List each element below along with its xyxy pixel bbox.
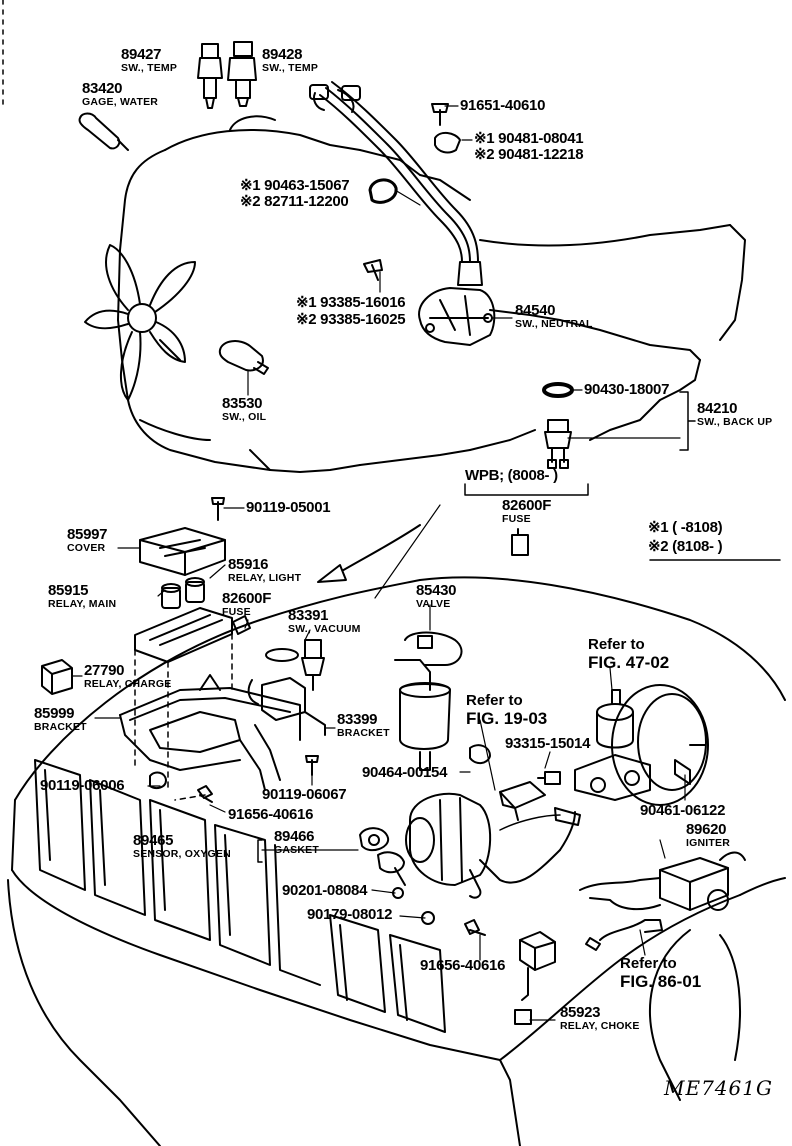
label-93385-16016: ※1 93385-16016 [296,294,406,311]
ref-fig-47-02: Refer to FIG. 47-02 [588,636,670,673]
label-83420: 83420 GAGE, WATER [82,80,159,108]
label-85916: 85916 RELAY, LIGHT [228,556,302,584]
engine-block [117,115,746,473]
label-91651-40610: 91651-40610 [460,97,546,114]
label-84210: 84210 SW., BACK UP [697,400,773,428]
label-89620: 89620 IGNITER [686,821,730,849]
label-89466: 89466 GASKET [274,828,319,856]
label-90481-08041: ※1 90481-08041 [474,130,584,147]
label-93385-16025: ※2 93385-16025 [296,311,406,328]
ref-fig-86-01: Refer to FIG. 86-01 [620,955,702,992]
fitting-93315-icon [537,771,561,785]
bracket-83399-icon [247,677,326,736]
label-90464-00154: 90464-00154 [362,764,448,781]
label-wpb: WPB; (8008- ) [465,467,558,484]
label-90481-12218: ※2 90481-12218 [474,146,584,163]
temp-switch-89427-icon [197,43,223,109]
label-27790: 27790 RELAY, CHARGE [84,662,172,690]
wire [499,814,561,831]
grommet-icon [368,178,398,204]
label-82600F-lower: 82600F FUSE [222,590,272,618]
label-89428: 89428 SW., TEMP [262,46,319,74]
relay-base-icon [134,577,233,663]
vacuum-switch-icon [265,639,325,691]
label-89427: 89427 SW., TEMP [121,46,178,74]
bolt-icon [363,259,383,281]
label-90119-06067: 90119-06067 [262,786,347,803]
valve-85430-icon [394,631,463,771]
oil-switch-icon [218,340,269,375]
label-82711-12200: ※2 82711-12200 [240,193,349,210]
wiring-harness-top [309,81,483,286]
brake-booster-icon [611,684,709,806]
label-85997: 85997 COVER [67,526,108,554]
temp-switch-89428-icon [227,41,257,107]
label-90119-05001: 90119-05001 [246,499,331,516]
label-82600F-upper: 82600F FUSE [502,497,552,525]
legend-2: ※2 (8108- ) [648,538,723,555]
label-90179-08012: 90179-08012 [307,906,393,923]
label-85915: 85915 RELAY, MAIN [48,582,117,610]
label-84540: 84540 SW., NEUTRAL [515,302,593,330]
label-90430-18007: 90430-18007 [584,381,670,398]
relay-cover-icon [139,527,226,576]
clamp-90464-icon [469,744,491,764]
fan-icon [84,244,196,401]
module-icon [499,781,546,821]
water-gage-icon [78,112,129,151]
alternator-icon [405,792,581,899]
legend-1: ※1 ( -8108) [648,519,723,536]
grille [34,759,446,1033]
fuse-upper-icon [511,528,529,556]
fuse-lower-icon [232,615,251,635]
pointer-line [374,504,441,599]
igniter-icon [579,851,746,951]
car-body [7,576,786,1146]
relay-charge-icon [41,659,73,695]
pointer-arrow [334,524,421,576]
bracket-sensor [257,839,263,863]
bracket-85999-icon [119,674,301,791]
bolt-90119-06006-icon [149,771,167,789]
label-93315-15014: 93315-15014 [505,735,591,752]
label-91656-40616-upper: 91656-40616 [228,806,314,823]
label-85430: 85430 VALVE [416,582,457,610]
arrow-head [317,564,347,583]
label-90201-08084: 90201-08084 [282,882,368,899]
label-83399: 83399 BRACKET [337,711,390,739]
label-91656-40616-lower: 91656-40616 [420,957,506,974]
label-83530: 83530 SW., OIL [222,395,267,423]
label-90119-06006: 90119-06006 [40,777,125,794]
label-90461-06122: 90461-06122 [640,802,726,819]
wpb-bracket [464,483,589,496]
bolt-91656-40616-icon [197,785,213,803]
neutral-switch-icon [418,287,496,346]
choke-relay-icon [514,931,556,1025]
bolt-91656-lower-icon [464,919,486,936]
drawing-code: ME7461G [664,1076,773,1100]
bolt-90119-05001-icon [211,497,225,521]
label-83391: 83391 SW., VACUUM [288,607,361,635]
label-90463-15067: ※1 90463-15067 [240,177,350,194]
label-89465: 89465 SENSOR, OXYGEN [133,832,231,860]
backup-switch-icon [542,382,574,469]
leader-lines [71,105,686,1021]
ref-fig-19-03: Refer to FIG. 19-03 [466,692,548,729]
bracket-line-84210 [679,391,696,451]
bolt-90119-06067-icon [305,755,319,776]
label-85999: 85999 BRACKET [34,705,87,733]
label-85923: 85923 RELAY, CHOKE [560,1004,640,1032]
egr-modulator-icon [574,689,651,801]
